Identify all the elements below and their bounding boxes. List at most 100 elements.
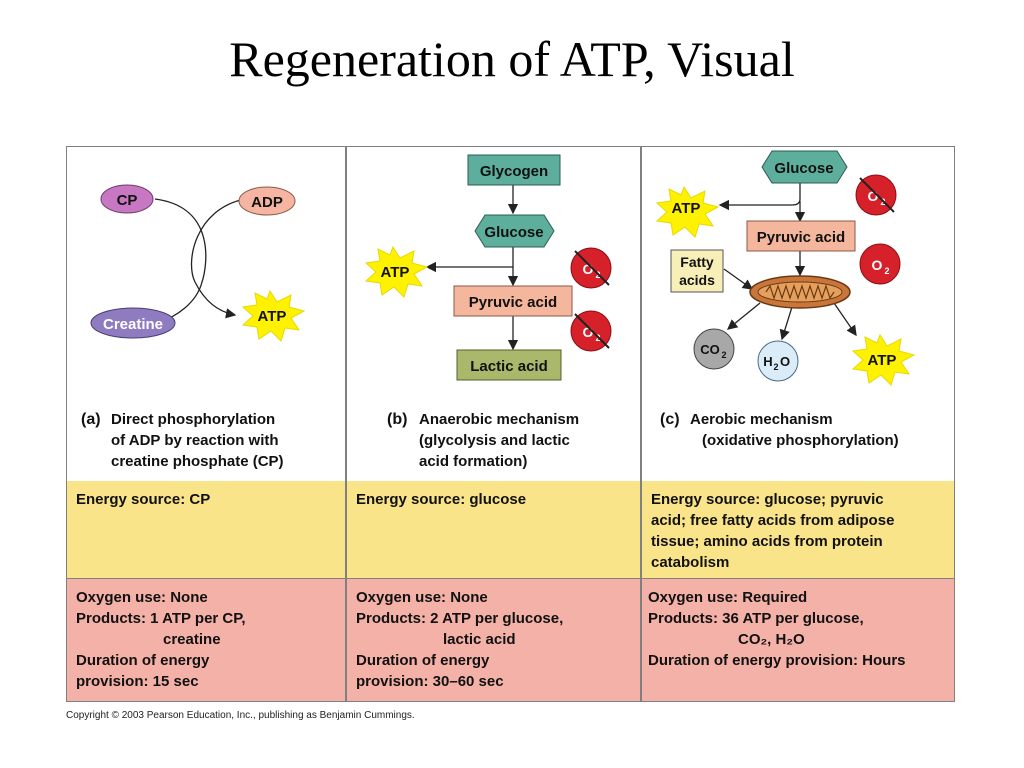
panel-c-diagram-area: Glucose Pyruvic acid Fatty acids ATP O 2… [642,147,954,482]
adp-ellipse [238,186,296,216]
svg-text:CO: CO [700,342,720,357]
panel-b-duration: Duration of energy [356,652,490,669]
creatine-ellipse [90,307,176,339]
panel-c-oxygen: Oxygen use: Required [648,589,808,606]
oxygen-icon: O 2 [859,243,901,285]
svg-text:O: O [780,354,790,369]
panel-a-products: Products: 1 ATP per CP, [76,610,246,627]
panel-b-products-cont: lactic acid [443,631,516,648]
panel-a-duration: Duration of energy [76,652,210,669]
panel-c-products: Products: 36 ATP per glucose, [648,610,864,627]
panel-b-caption-line: acid formation) [419,453,528,470]
panel-b-diagram: Glycogen Glucose Pyruvic acid Lactic aci… [364,154,612,381]
adp-to-atp-arrow [190,198,246,319]
no-oxygen-icon: O 2 [570,247,612,289]
panel-c-duration: Duration of energy provision: Hours [648,652,906,669]
panel-a-diagram: CP ADP Creatine ATP [90,184,306,342]
panel-b-oxygen: Oxygen use: None [356,589,488,606]
adp-label: ADP [251,194,283,211]
panel-c-energy-cell: Energy source: glucose; pyruvic acid; fr… [642,481,954,579]
glucose-hexagon [474,214,555,248]
panel-a-duration-cont: provision: 15 sec [76,673,199,690]
glucose-hexagon [761,150,848,184]
to-atp-arrow [833,302,857,337]
panel-b-caption-line: (glycolysis and lactic [419,432,570,449]
panel-c-caption-label: (c) [660,411,680,428]
panel-a-caption-line: Direct phosphorylation [111,411,276,428]
panel-b-caption-label: (b) [387,411,408,428]
h2o-icon: H 2 O [757,340,799,382]
atp-starburst [364,245,429,298]
panel-a-caption-label: (a) [81,411,101,428]
svg-text:O: O [583,261,594,277]
panel-a-energy-cell: Energy source: CP [67,481,345,579]
no-oxygen-icon: O 2 [570,310,612,352]
panel-c-caption-line: (oxidative phosphorylation) [702,432,899,449]
panel-c-diagram: Glucose Pyruvic acid Fatty acids ATP O 2… [655,150,916,386]
panel-b-caption: (b) Anaerobic mechanism (glycolysis and … [387,409,579,472]
cp-label: CP [117,192,138,209]
panel-c-energy-source: catabolism [651,554,730,571]
glycogen-box [467,154,561,186]
panel-c-info-cell: Oxygen use: Required Products: 36 ATP pe… [642,579,954,701]
pyruvic-acid-box [746,220,856,252]
glucose-label: Glucose [484,224,543,241]
pyruvic-acid-label: Pyruvic acid [469,294,557,311]
panel-b-energy-cell: Energy source: glucose [347,481,640,579]
copyright-notice: Copyright © 2003 Pearson Education, Inc.… [66,710,415,721]
to-h2o-arrow [779,306,793,341]
cp-ellipse [100,184,154,214]
panel-a-energy-source: Energy source: CP [76,491,211,508]
panel-b: Glycogen Glucose Pyruvic acid Lactic aci… [346,146,641,702]
atp-label: ATP [672,200,701,217]
lactic-acid-box [456,349,562,381]
panel-a-info-cell: Oxygen use: None Products: 1 ATP per CP,… [67,579,345,701]
panel-a-caption-line: creatine phosphate (CP) [111,453,284,470]
fatty-acids-label: Fatty [680,254,714,270]
cp-to-creatine-arrow [154,198,207,326]
panel-c-energy-source: tissue; amino acids from protein [651,533,883,550]
co2-icon: CO 2 [693,328,735,370]
svg-text:O: O [583,324,594,340]
panel-a-diagram-area: CP ADP Creatine ATP (a) Direct phosphory… [67,147,345,482]
panel-a-caption-line: of ADP by reaction with [111,432,279,449]
atp-label: ATP [381,264,410,281]
panel-a: CP ADP Creatine ATP (a) Direct phosphory… [66,146,346,702]
panel-a-caption: (a) Direct phosphorylation of ADP by rea… [81,409,284,472]
svg-text:2: 2 [773,362,778,372]
svg-text:2: 2 [721,350,726,360]
glucose-to-atp-arrow [718,183,801,211]
svg-text:H: H [763,354,772,369]
panel-a-products-cont: creatine [163,631,221,648]
svg-text:O: O [868,188,879,204]
panel-a-oxygen: Oxygen use: None [76,589,208,606]
atp-starburst [655,185,720,238]
fatty-acids-to-mitochondrion-arrow [723,268,754,290]
mitochondrion-icon [749,275,851,309]
atp-label: ATP [868,352,897,369]
panel-b-diagram-area: Glycogen Glucose Pyruvic acid Lactic aci… [347,147,640,482]
lactic-acid-label: Lactic acid [470,358,548,375]
fatty-acids-label: acids [679,272,715,288]
panel-b-duration-cont: provision: 30–60 sec [356,673,504,690]
atp-label: ATP [258,308,287,325]
panel-c: Glucose Pyruvic acid Fatty acids ATP O 2… [641,146,955,702]
panel-b-energy-source: Energy source: glucose [356,491,527,508]
atp-starburst [851,333,916,386]
to-co2-arrow [726,302,761,330]
panel-c-energy-source: acid; free fatty acids from adipose [651,512,895,529]
creatine-label: Creatine [103,316,163,333]
panel-c-energy-source: Energy source: glucose; pyruvic [651,491,884,508]
svg-text:2: 2 [884,266,889,276]
glycogen-label: Glycogen [480,163,548,180]
panel-c-products-cont: CO₂, H₂O [738,631,805,648]
atp-starburst [241,289,306,342]
panel-c-caption: (c) Aerobic mechanism (oxidative phospho… [660,409,899,451]
no-oxygen-icon: O 2 [855,174,897,216]
glucose-label: Glucose [774,160,833,177]
svg-text:O: O [872,257,883,273]
panel-b-products: Products: 2 ATP per glucose, [356,610,564,627]
pyruvic-acid-label: Pyruvic acid [757,229,845,246]
panel-b-info-cell: Oxygen use: None Products: 2 ATP per glu… [347,579,640,701]
page-title: Regeneration of ATP, Visual [229,31,795,87]
